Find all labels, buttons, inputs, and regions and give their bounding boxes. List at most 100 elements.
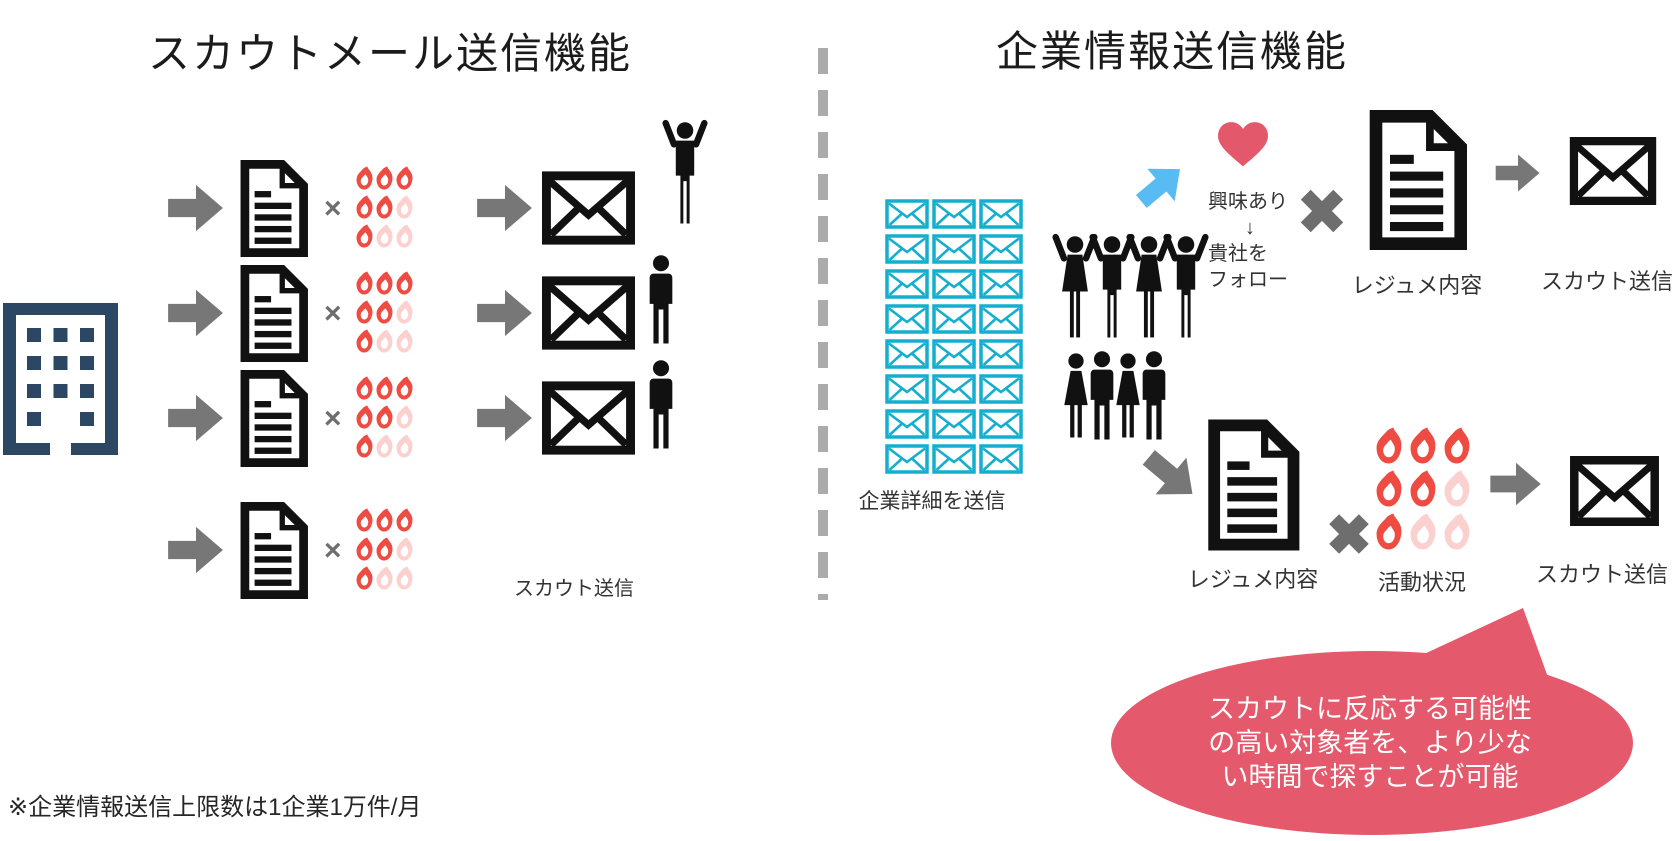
mail-icon xyxy=(885,409,929,439)
fire-icon xyxy=(1443,470,1471,507)
multiply-sign: × xyxy=(324,297,342,330)
interest-line: 貴社を xyxy=(1208,243,1268,265)
cheering-woman-icon xyxy=(1052,233,1098,338)
fire-icon xyxy=(376,224,393,248)
standing-man-icon xyxy=(1142,351,1166,440)
standing-woman-icon xyxy=(1064,353,1088,438)
mail-icon xyxy=(932,304,976,334)
fire-icon xyxy=(1375,513,1403,550)
candidate-figure xyxy=(662,110,708,232)
fire-icon xyxy=(356,537,373,561)
resume-document-icon xyxy=(1205,419,1302,551)
fire-icon xyxy=(396,166,413,190)
mail-icon xyxy=(885,444,929,474)
fire-icon xyxy=(376,195,393,219)
fire-icon xyxy=(396,329,413,353)
standing-man-icon xyxy=(649,360,673,449)
scout-mail-icon xyxy=(1569,456,1660,526)
fire-icon xyxy=(1375,427,1403,464)
heart-icon xyxy=(1218,122,1268,167)
fire-icon xyxy=(1443,427,1471,464)
fire-icon xyxy=(396,376,413,400)
mail-icon xyxy=(979,234,1023,264)
company-mail-grid xyxy=(885,199,1023,474)
mail-icon xyxy=(885,374,929,404)
fire-icon xyxy=(396,537,413,561)
mail-icon xyxy=(885,199,929,229)
mail-icon xyxy=(885,234,929,264)
fire-icon xyxy=(396,508,413,532)
scout-send-label-bottom: スカウト送信 xyxy=(1535,562,1668,587)
fire-icon xyxy=(376,376,393,400)
fire-icon xyxy=(356,166,373,190)
resume-document-icon xyxy=(238,160,310,257)
arrow-right-icon xyxy=(167,393,225,443)
interest-line: フォロー xyxy=(1208,269,1288,291)
mail-icon xyxy=(885,269,929,299)
mail-icon xyxy=(885,304,929,334)
fire-icon xyxy=(376,566,393,590)
fire-icon xyxy=(356,405,373,429)
multiply-x-icon xyxy=(1328,513,1370,555)
fire-icon xyxy=(356,566,373,590)
standing-man-icon xyxy=(649,255,673,344)
mail-icon xyxy=(932,339,976,369)
scout-send-label-top: スカウト送信 xyxy=(1540,269,1673,294)
interest-text: 興味あり ↓ 貴社を フォロー xyxy=(1208,189,1292,293)
fire-icon xyxy=(396,224,413,248)
resume-document-icon xyxy=(238,265,310,362)
fire-icon xyxy=(356,271,373,295)
bubble-text: スカウトに反応する可能性 の高い対象者を、より少な い時間で探すことが可能 xyxy=(1110,692,1630,794)
company-building-icon xyxy=(3,303,118,455)
fire-icon xyxy=(396,300,413,324)
fire-icon xyxy=(376,300,393,324)
mail-icon xyxy=(979,444,1023,474)
mail-icon xyxy=(885,339,929,369)
resume-document-icon xyxy=(238,370,310,467)
mail-icon xyxy=(979,269,1023,299)
activity-fire-grid xyxy=(356,271,413,353)
resume-label-bottom: レジュメ内容 xyxy=(1187,567,1319,592)
standing-man-icon xyxy=(1090,351,1114,440)
multiply-sign: × xyxy=(324,534,342,567)
scout-mail-icon xyxy=(542,381,635,455)
fire-icon xyxy=(396,566,413,590)
cheering-woman-icon xyxy=(1126,233,1172,338)
footnote: ※企業情報送信上限数は1企業1万件/月 xyxy=(8,794,422,821)
fire-icon xyxy=(396,434,413,458)
mail-icon xyxy=(932,234,976,264)
mail-icon xyxy=(932,269,976,299)
candidate-figure xyxy=(644,357,678,455)
multiply-x-icon xyxy=(1299,188,1345,234)
bubble-line: の高い対象者を、より少な xyxy=(1208,728,1532,758)
fire-icon xyxy=(376,508,393,532)
multiply-sign: × xyxy=(324,402,342,435)
standing-woman-icon xyxy=(1116,353,1140,438)
fire-icon xyxy=(356,195,373,219)
mail-icon xyxy=(979,409,1023,439)
activity-fire-grid xyxy=(1375,427,1471,550)
scout-send-label: スカウト送信 xyxy=(514,578,634,600)
speech-bubble xyxy=(1111,608,1633,835)
fire-icon xyxy=(1409,470,1437,507)
resume-label-top: レジュメ内容 xyxy=(1351,273,1483,298)
multiply-sign: × xyxy=(324,192,342,225)
arrow-right-icon xyxy=(1487,461,1545,507)
candidate-figure xyxy=(644,252,678,350)
fire-icon xyxy=(396,195,413,219)
activity-fire-grid xyxy=(356,376,413,458)
active-people-group xyxy=(1058,348,1171,446)
mail-icon xyxy=(979,374,1023,404)
fire-icon xyxy=(1409,427,1437,464)
company-detail-label: 企業詳細を送信 xyxy=(858,490,1006,513)
arrow-right-icon xyxy=(1489,153,1547,193)
fire-icon xyxy=(356,434,373,458)
fire-icon xyxy=(1409,513,1437,550)
cheering-man-icon xyxy=(1163,233,1209,338)
fire-icon xyxy=(376,271,393,295)
scout-mail-icon xyxy=(1569,137,1657,205)
section-divider xyxy=(818,48,828,600)
fire-icon xyxy=(376,329,393,353)
arrow-right-icon xyxy=(167,183,225,233)
